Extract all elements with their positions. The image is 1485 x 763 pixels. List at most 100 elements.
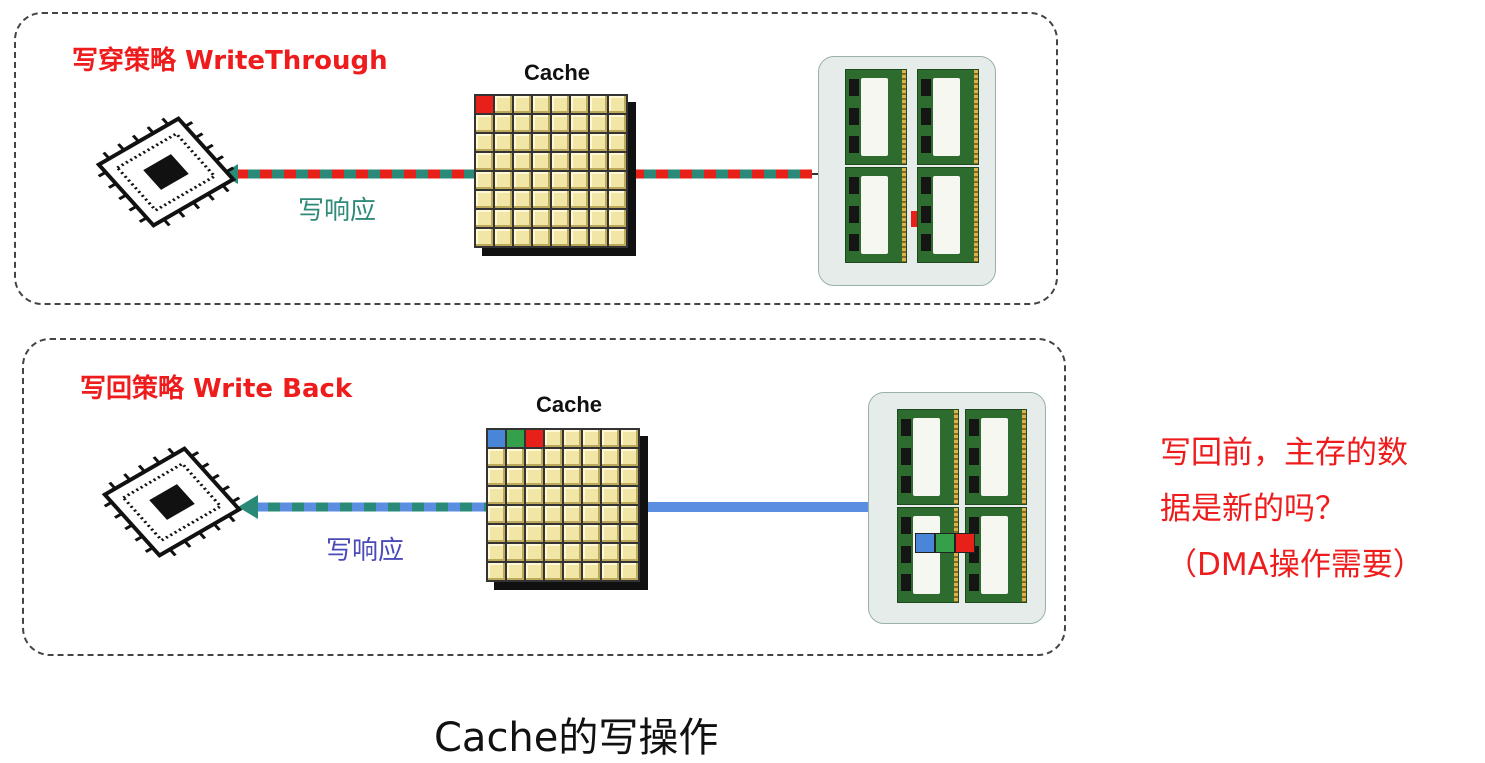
cache-cell (609, 210, 626, 227)
cache-cell (533, 229, 550, 246)
cache-cell (507, 449, 524, 466)
cache-cell (621, 430, 638, 447)
cache-cell (533, 210, 550, 227)
cache-cell (514, 115, 531, 132)
side-note-line-1: 写回前，主存的数 (1160, 435, 1408, 471)
cache-cell (552, 191, 569, 208)
cache-cell (564, 563, 581, 580)
cache-cell (533, 191, 550, 208)
write-through-cache-grid (474, 94, 636, 256)
cache-cell (526, 487, 543, 504)
cache-cell (495, 172, 512, 189)
cache-cell (507, 544, 524, 561)
cache-cell (571, 191, 588, 208)
cache-cell (564, 487, 581, 504)
figure-caption: Cache的写操作 (434, 715, 719, 761)
cache-cell (590, 229, 607, 246)
memory-module-icon (917, 69, 979, 165)
cache-cell (583, 487, 600, 504)
cache-cell (514, 134, 531, 151)
cpu-chip-icon (101, 446, 243, 558)
write-through-response-label: 写响应 (298, 196, 377, 226)
cache-cell (495, 210, 512, 227)
cache-cell (552, 115, 569, 132)
cache-cell (476, 191, 493, 208)
memory-module-icon (845, 69, 907, 165)
cache-cell (602, 506, 619, 523)
cache-cell (590, 191, 607, 208)
cache-cell (476, 96, 493, 113)
memory-module-icon (965, 507, 1027, 603)
cache-cell (583, 544, 600, 561)
write-back-title: 写回策略 Write Back (80, 374, 353, 404)
cache-cell (602, 430, 619, 447)
cache-cell (621, 544, 638, 561)
cache-cell (552, 172, 569, 189)
cache-cell (507, 430, 524, 447)
write-through-cache-label: Cache (524, 60, 591, 85)
cache-cell (571, 153, 588, 170)
cache-cell (590, 134, 607, 151)
cache-cell (526, 449, 543, 466)
cache-cell (583, 468, 600, 485)
cache-cell (545, 506, 562, 523)
cache-cell (533, 134, 550, 151)
cache-cell (514, 191, 531, 208)
cache-cell (533, 153, 550, 170)
cache-cell (476, 229, 493, 246)
memory-written-cell (911, 211, 917, 227)
cache-cell (476, 210, 493, 227)
cache-cell (590, 172, 607, 189)
cache-cell (526, 506, 543, 523)
cache-cell (621, 487, 638, 504)
cache-cell (571, 210, 588, 227)
cache-cell (526, 525, 543, 542)
cache-cell (583, 506, 600, 523)
cache-cell (514, 229, 531, 246)
cpu-chip-icon (95, 116, 237, 228)
cache-cell (488, 506, 505, 523)
memory-module-icon (897, 507, 959, 603)
cache-cell (609, 172, 626, 189)
memory-module-icon (897, 409, 959, 505)
memory-module-icon (917, 167, 979, 263)
cache-cell (545, 468, 562, 485)
cache-cell (621, 563, 638, 580)
cache-cell (602, 544, 619, 561)
cache-cell (495, 229, 512, 246)
cache-cell (495, 134, 512, 151)
cache-cell (507, 487, 524, 504)
cache-cell (495, 153, 512, 170)
write-back-cache-label: Cache (536, 392, 603, 417)
cache-cell (602, 449, 619, 466)
cache-cell (564, 430, 581, 447)
cache-cell (533, 96, 550, 113)
cache-cell (564, 525, 581, 542)
cache-cell (514, 210, 531, 227)
cache-cell (495, 96, 512, 113)
cache-cell (621, 525, 638, 542)
cache-cell (507, 468, 524, 485)
cache-cell (609, 115, 626, 132)
side-note-line-2: 据是新的吗？ (1160, 491, 1346, 527)
cache-cell (590, 210, 607, 227)
cache-cell (602, 487, 619, 504)
cache-cell (590, 115, 607, 132)
cache-cell (602, 563, 619, 580)
write-through-title: 写穿策略 WriteThrough (72, 46, 388, 76)
cache-cell (583, 430, 600, 447)
cache-cell (571, 172, 588, 189)
cache-cell (545, 525, 562, 542)
cache-cell (571, 96, 588, 113)
cache-cell (545, 449, 562, 466)
cache-cell (514, 153, 531, 170)
cache-cell (545, 563, 562, 580)
cache-cell (526, 544, 543, 561)
cache-cell (526, 468, 543, 485)
cache-cell (621, 468, 638, 485)
cache-cell (526, 563, 543, 580)
cache-cell (545, 430, 562, 447)
cache-cell (602, 525, 619, 542)
cache-cell (609, 134, 626, 151)
cache-cell (621, 449, 638, 466)
